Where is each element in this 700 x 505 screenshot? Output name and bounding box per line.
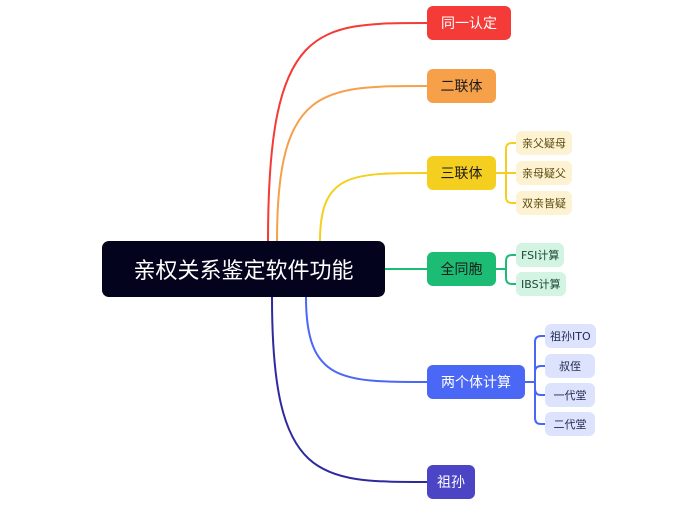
leaf-connector <box>505 254 516 269</box>
branch-node[interactable]: 三联体 <box>427 156 496 190</box>
leaf-node[interactable]: 双亲皆疑 <box>516 191 572 215</box>
leaf-node[interactable]: 亲母疑父 <box>516 161 572 185</box>
leaf-connector <box>534 365 545 382</box>
leaf-node-label: 叔侄 <box>559 360 581 373</box>
branch-node[interactable]: 两个体计算 <box>427 365 525 399</box>
leaf-node-label: 亲父疑母 <box>522 137 566 150</box>
branch-node-label: 祖孙 <box>437 475 465 491</box>
leaf-node-label: FSI计算 <box>521 249 560 262</box>
branch-connector <box>271 296 428 483</box>
branch-node-label: 同一认定 <box>441 16 497 32</box>
leaf-node[interactable]: IBS计算 <box>516 272 566 296</box>
leaf-node-label: 双亲皆疑 <box>522 197 566 210</box>
branch-node[interactable]: 祖孙 <box>427 465 475 499</box>
leaf-connector <box>534 382 545 396</box>
leaf-connector <box>505 173 516 204</box>
leaf-node-label: 祖孙ITO <box>550 330 591 343</box>
branch-connector <box>267 22 428 242</box>
leaf-node-label: 一代堂 <box>553 389 587 402</box>
branch-node[interactable]: 同一认定 <box>427 6 511 40</box>
leaf-node-label: 二代堂 <box>553 418 587 431</box>
leaf-node[interactable]: 祖孙ITO <box>545 324 596 348</box>
root-node[interactable]: 亲权关系鉴定软件功能 <box>102 241 385 297</box>
leaf-node-label: IBS计算 <box>521 278 561 291</box>
branch-connector <box>305 296 428 383</box>
branch-connector <box>319 172 428 242</box>
branch-node-label: 三联体 <box>440 166 483 182</box>
leaf-node-label: 亲母疑父 <box>522 167 566 180</box>
branch-node[interactable]: 全同胞 <box>427 252 496 286</box>
branch-node[interactable]: 二联体 <box>427 69 496 103</box>
branch-connector <box>276 85 428 242</box>
leaf-node[interactable]: 叔侄 <box>545 354 595 378</box>
leaf-node[interactable]: 一代堂 <box>545 383 595 407</box>
leaf-connector <box>505 142 516 173</box>
branch-node-label: 两个体计算 <box>441 375 511 391</box>
branch-node-label: 全同胞 <box>440 262 483 278</box>
leaf-node[interactable]: FSI计算 <box>516 243 565 267</box>
leaf-node[interactable]: 二代堂 <box>545 412 595 436</box>
leaf-connector <box>505 269 516 285</box>
leaf-connector <box>534 335 545 382</box>
leaf-node[interactable]: 亲父疑母 <box>516 131 572 155</box>
branch-node-label: 二联体 <box>440 79 483 95</box>
leaf-connector <box>534 382 545 425</box>
root-node-label: 亲权关系鉴定软件功能 <box>133 259 354 284</box>
